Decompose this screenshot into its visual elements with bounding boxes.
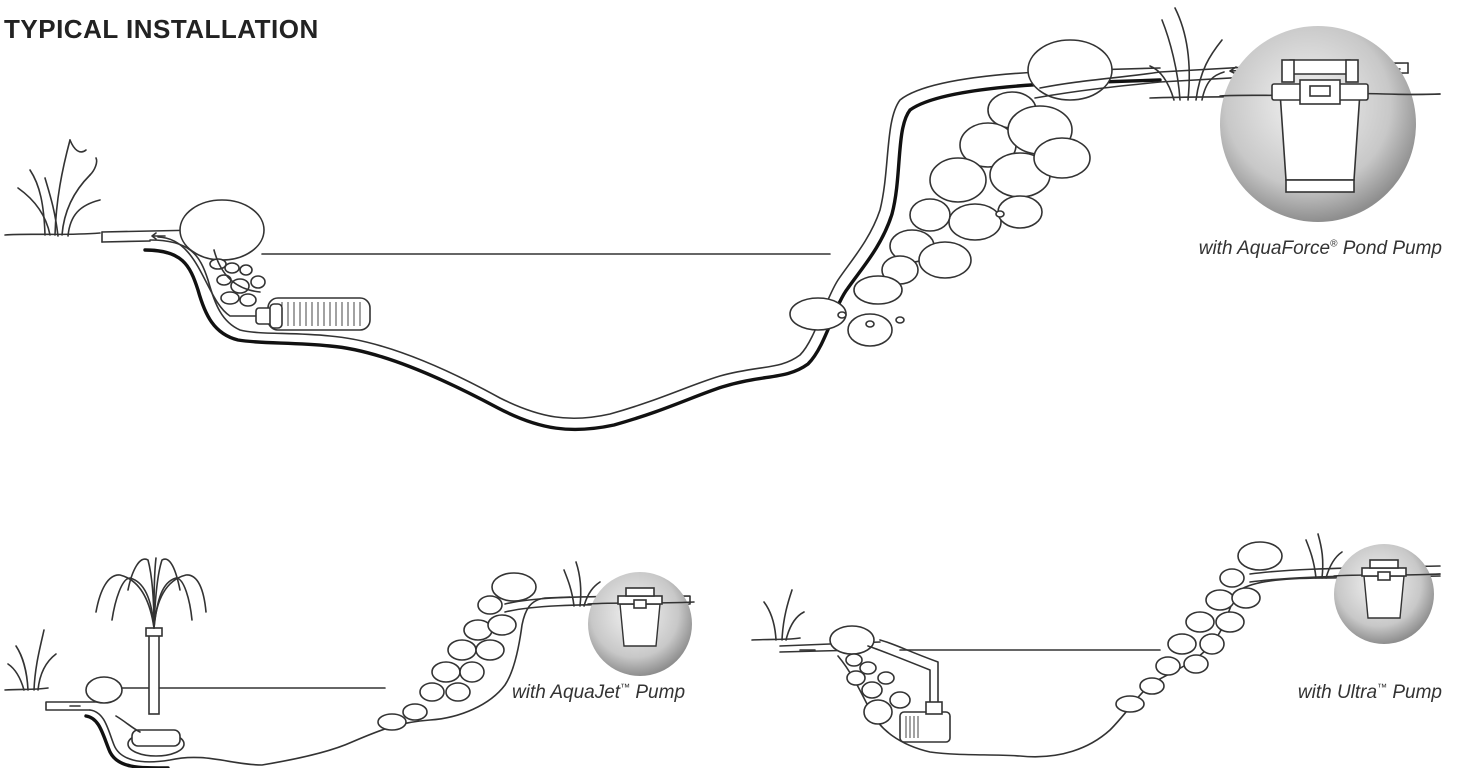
caption-aquajet-suffix: Pump [630,682,685,703]
plant-small-left-icon [8,630,56,690]
aquaforce-inset [1220,26,1440,222]
ultra-inset [1334,544,1440,644]
aquajet-inset [588,572,694,676]
ultra-pump-icon [900,702,950,742]
rock-large-left [180,200,264,260]
rock-wall-small-left [378,573,536,730]
pump-filter-icon [256,298,370,330]
caption-aquajet: with AquaJet™ Pump [512,682,685,704]
caption-ultra-text: with Ultra [1298,682,1377,703]
aquajet-pump-icon [116,716,184,756]
caption-aquaforce-text: with AquaForce [1199,238,1330,259]
caption-aquaforce: with AquaForce® Pond Pump [1199,238,1442,260]
ground-line-left [5,233,100,235]
main-pond-diagram [5,8,1440,429]
plant-ultra-right-icon [1306,534,1342,578]
caption-ultra-suffix: Pump [1387,682,1442,703]
caption-ultra: with Ultra™ Pump [1298,682,1442,704]
aquajet-pond-diagram [5,558,694,768]
rock-wall-right [790,40,1112,346]
ultra-pond-diagram [752,534,1440,757]
plant-right-icon [1150,8,1224,100]
rock-wall-ultra [1116,542,1282,712]
trademark-mark: ™ [1377,683,1387,694]
plant-left-icon [18,140,100,236]
caption-aquaforce-suffix: Pond Pump [1337,238,1442,259]
caption-aquajet-text: with AquaJet [512,682,620,703]
trademark-mark: ™ [620,683,630,694]
plant-ultra-left-icon [764,590,804,640]
